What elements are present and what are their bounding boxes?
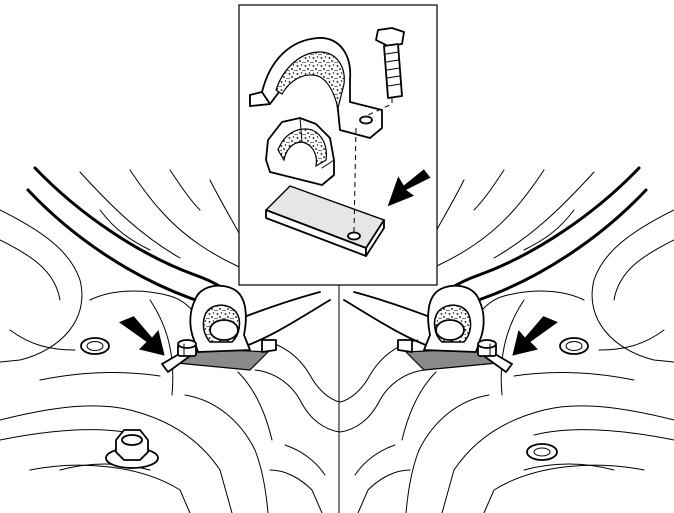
inset-exploded-view (238, 4, 438, 286)
left-subframe (0, 169, 273, 513)
inset-alignment-line-bolt (365, 98, 393, 117)
inset-clamp-bracket (249, 37, 383, 139)
inset-bolt (375, 27, 405, 99)
inset-mounting-plate (265, 185, 385, 257)
right-clamp-assembly (397, 284, 513, 373)
left-bracket-arrow (114, 313, 168, 359)
left-bolt (177, 339, 197, 357)
inset-bushing (265, 117, 335, 186)
right-subframe-hole-lower (526, 443, 558, 461)
left-clamp-assembly (161, 284, 277, 373)
left-subframe-nut (105, 429, 159, 469)
inset-plate-arrow (384, 166, 434, 210)
center-subframe (254, 339, 426, 513)
right-subframe (401, 169, 674, 513)
right-subframe-hole (559, 337, 589, 355)
right-bolt (477, 339, 497, 357)
left-subframe-hole (80, 337, 110, 355)
right-bracket-arrow (509, 313, 563, 359)
